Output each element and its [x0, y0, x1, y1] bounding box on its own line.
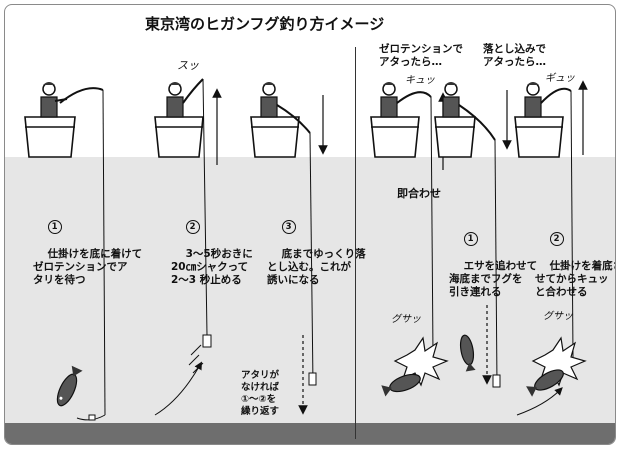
rod-2	[182, 78, 204, 104]
motion-lines-2	[188, 344, 204, 374]
line-1	[102, 89, 106, 416]
rod-4	[396, 91, 432, 104]
angler-6	[524, 82, 542, 118]
line-2	[202, 78, 208, 336]
right-step-2-text: 仕掛けを着底さ せてからキュッ と合わせる	[535, 260, 616, 298]
step-2-text: 3～5秒おきに 20㎝シャクって 2～3 秒止める	[171, 248, 253, 286]
line-5	[494, 139, 498, 386]
rod-1	[59, 87, 104, 104]
fish-1	[56, 365, 83, 407]
boat-5	[434, 116, 476, 158]
line-3	[309, 132, 314, 386]
angler-1	[40, 82, 68, 118]
page-title: 東京湾のヒガンフグ釣り方イメージ	[145, 15, 385, 33]
step-3-number: 3	[281, 220, 296, 234]
rig-2	[202, 334, 212, 348]
sfx-sutt: スッ	[177, 59, 199, 72]
seabed	[5, 423, 615, 444]
sfx-gusa-2: グサッ	[543, 311, 573, 322]
angler-4	[380, 82, 398, 118]
right-step-1-caption: 1 エサを追わせて 海底までフグを 引き連れる	[449, 219, 537, 312]
step-3-text: 底までゆっくり落 とし込む。これが 誘いになる	[267, 248, 366, 286]
boat-3	[250, 116, 300, 158]
zero-tension-header: ゼロテンションで アタったら…	[379, 43, 463, 68]
sfx-kyu-2: ギュッ	[545, 73, 575, 84]
panel-divider	[355, 47, 356, 439]
rig-3	[308, 372, 317, 386]
rig-path-2	[154, 361, 202, 416]
fish-4	[381, 373, 421, 397]
boat-1	[24, 116, 76, 158]
sfx-kyu-1: キュッ	[405, 75, 435, 86]
step-1-number: 1	[47, 220, 62, 234]
angler-3	[260, 82, 278, 118]
line-4	[430, 96, 434, 356]
rod-6	[540, 87, 572, 104]
burst-4	[393, 336, 449, 387]
boat-4	[370, 116, 420, 158]
step-1-caption: 1 仕掛けを底に着けて ゼロテンションでア タリを待つ	[33, 207, 142, 300]
boat-6	[514, 116, 564, 158]
fishing-illustration	[24, 78, 588, 421]
rod-5	[458, 104, 496, 141]
angler-5	[442, 82, 460, 118]
right-step-1-number: 1	[463, 232, 478, 246]
boat-2	[154, 116, 204, 158]
sfx-gusa-1: グサッ	[391, 314, 421, 325]
rig-path-6	[516, 387, 563, 416]
step-3-caption: 3 底までゆっくり落 とし込む。これが 誘いになる	[267, 207, 366, 300]
rod-3	[276, 104, 311, 134]
fish-5	[459, 334, 476, 372]
rig-5	[492, 374, 501, 388]
right-step-1-text: エサを追わせて 海底までフグを 引き連れる	[449, 260, 538, 298]
drop-in-header: 落とし込みで アタったら…	[483, 43, 546, 68]
fish-6	[526, 369, 564, 397]
immediate-set-label: 即合わせ	[397, 187, 441, 200]
water-area	[5, 157, 615, 444]
angler-2	[166, 82, 184, 118]
line-6	[570, 90, 574, 358]
step-1-text: 仕掛けを底に着けて ゼロテンションでア タリを待つ	[33, 248, 143, 286]
repeat-note: アタリが なければ ①～②を 繰り返す	[241, 370, 280, 417]
right-step-2-caption: 2 仕掛けを着底さ せてからキュッ と合わせる	[535, 219, 616, 312]
step-2-number: 2	[185, 220, 200, 234]
step-2-caption: 2 3～5秒おきに 20㎝シャクって 2～3 秒止める	[171, 207, 253, 300]
right-step-2-number: 2	[549, 232, 564, 246]
illustration-frame: 東京湾のヒガンフグ釣り方イメージ 1 仕掛けを底に着けて ゼロテンションでア タ…	[4, 4, 616, 445]
